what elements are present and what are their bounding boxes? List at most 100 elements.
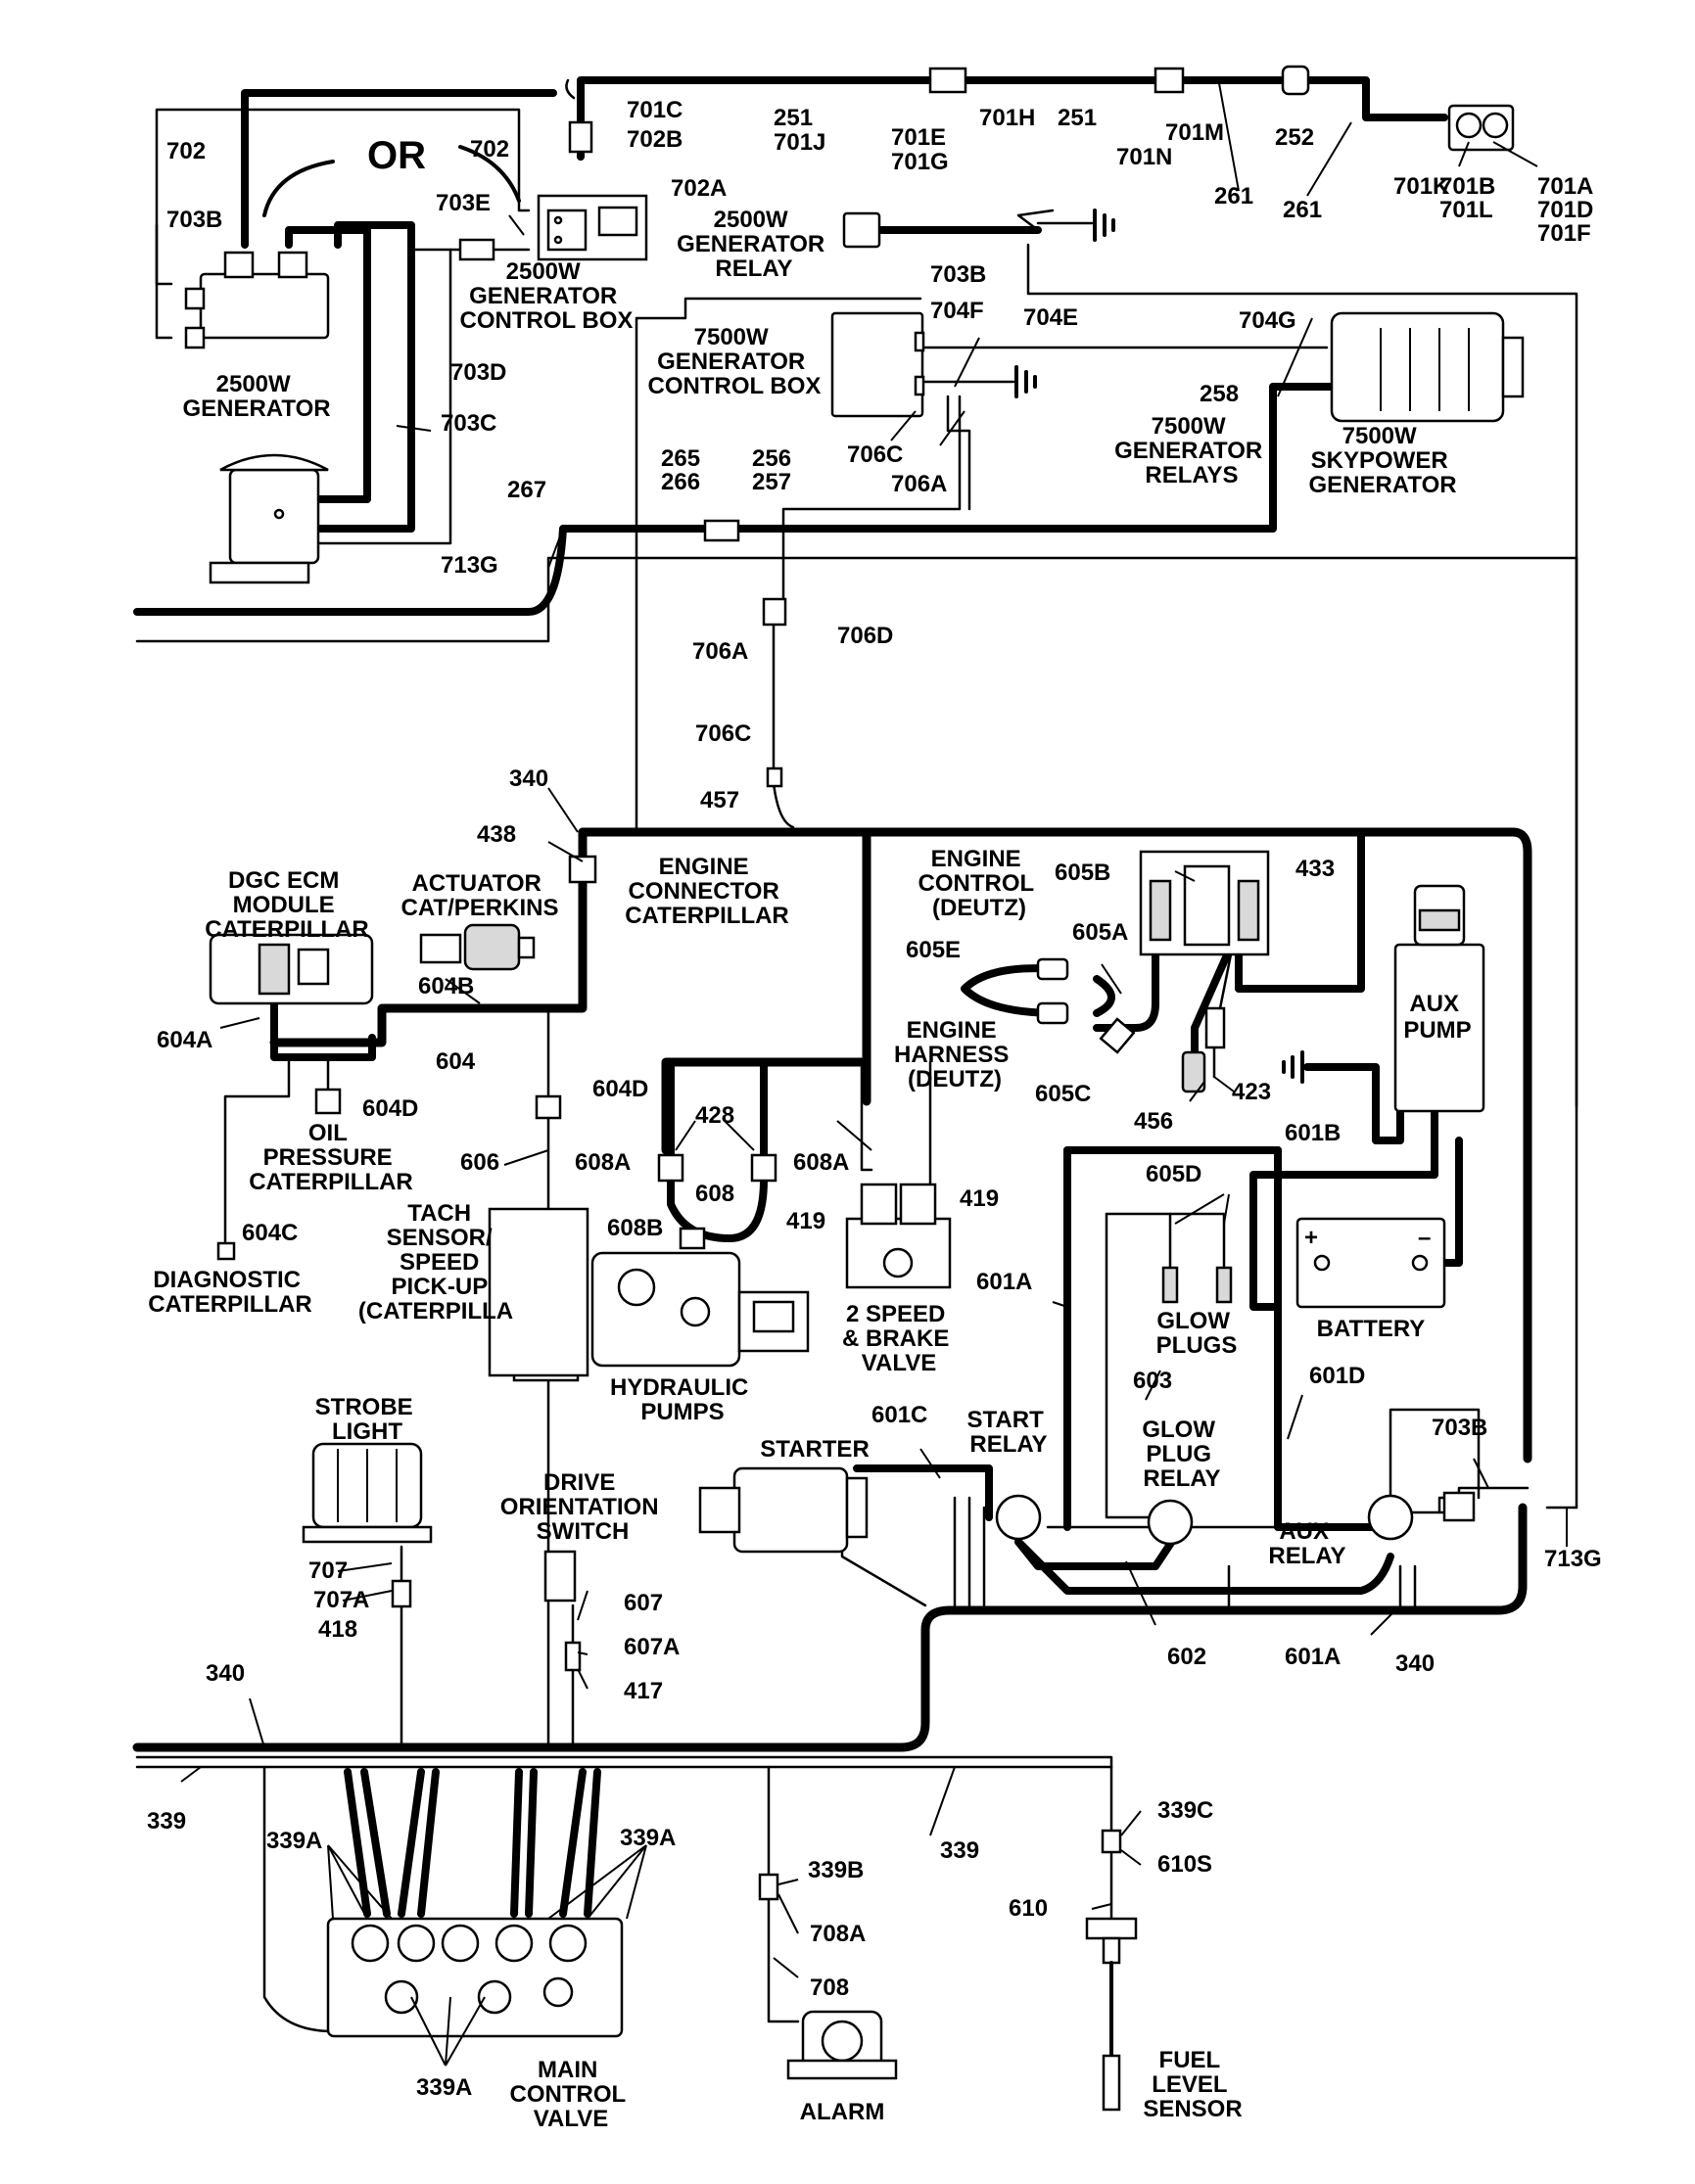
connector-703e-icon: [458, 238, 495, 261]
label-457: 457: [700, 787, 739, 813]
label-701e: 701E: [891, 124, 946, 151]
label-340-top: 340: [509, 766, 548, 792]
label-456: 456: [1134, 1108, 1173, 1135]
label-702-left: 702: [166, 138, 206, 164]
label-339-left: 339: [147, 1808, 186, 1835]
label-602: 602: [1167, 1644, 1206, 1670]
label-610s: 610S: [1157, 1851, 1212, 1878]
connector-701-icon: [1447, 104, 1515, 152]
label-706a-top: 706A: [891, 471, 947, 497]
fuel-level-sensor-icon: [1085, 1917, 1138, 2112]
leader-lines: [180, 82, 1568, 2067]
glow-plugs-icon: [1161, 1266, 1233, 1304]
label-aux-relay: AUX RELAY: [1268, 1518, 1345, 1569]
label-start-relay: START RELAY: [967, 1407, 1051, 1458]
connector-252-icon: [1281, 65, 1310, 96]
ground-icon-aux: [1282, 1050, 1304, 1084]
label-339a-bottom: 339A: [416, 2074, 472, 2101]
components: [184, 65, 1525, 2112]
control-box-2500w-icon: [537, 194, 648, 261]
label-604a: 604A: [157, 1027, 212, 1053]
engine-control-deutz-icon: [1139, 850, 1270, 956]
label-701f: 701F: [1537, 220, 1591, 247]
wires: [132, 76, 1578, 2033]
label-417: 417: [624, 1678, 663, 1704]
label-generator-2500w: 2500W GENERATOR: [182, 371, 330, 422]
starter-icon: [698, 1466, 869, 1554]
label-251-b: 251: [1058, 105, 1097, 131]
connector-605c-icon: [1099, 1017, 1136, 1054]
label-engine-connector: ENGINE CONNECTOR CATERPILLAR: [625, 854, 789, 929]
label-703b-relay: 703B: [930, 261, 986, 288]
label-601c: 601C: [871, 1402, 927, 1428]
label-701b: 701B: [1439, 173, 1495, 200]
generator-2500w-junction-icon: [184, 251, 330, 349]
connector-457-icon: [766, 767, 783, 788]
label-glow-plugs: GLOW PLUGS: [1156, 1308, 1238, 1359]
label-418: 418: [318, 1616, 357, 1643]
label-257: 257: [752, 469, 791, 495]
label-diagnostic: DIAGNOSTIC CATERPILLAR: [148, 1267, 312, 1318]
label-battery-plus: +: [1304, 1225, 1318, 1251]
label-433: 433: [1295, 856, 1335, 882]
label-604d-left: 604D: [362, 1095, 418, 1122]
label-706c-top: 706C: [847, 441, 903, 468]
label-704f: 704F: [930, 298, 984, 324]
label-601b: 601B: [1285, 1120, 1341, 1146]
label-607a: 607A: [624, 1634, 680, 1660]
label-608: 608: [695, 1181, 734, 1207]
label-707a: 707A: [313, 1587, 369, 1613]
label-706a-mid: 706A: [692, 638, 748, 665]
label-or: OR: [367, 134, 426, 177]
label-339a-right: 339A: [620, 1825, 676, 1851]
label-702b: 702B: [627, 126, 683, 153]
label-battery-minus: –: [1418, 1225, 1431, 1251]
aux-pump-icon: [1393, 884, 1485, 1113]
label-drive-orientation-switch: DRIVE ORIENTATION SWITCH: [500, 1469, 665, 1545]
label-glow-plug-relay: GLOW PLUG RELAY: [1142, 1417, 1221, 1492]
two-speed-brake-valve-icon: [845, 1183, 952, 1289]
connector-604c-icon: [216, 1241, 236, 1261]
connector-701c-icon: [568, 120, 593, 154]
label-608a-left: 608A: [575, 1149, 631, 1176]
label-604: 604: [436, 1048, 476, 1075]
skypower-generator-icon: [1330, 311, 1525, 423]
label-605e: 605E: [906, 937, 961, 963]
label-610: 610: [1009, 1895, 1048, 1922]
label-701g: 701G: [891, 149, 949, 175]
alarm-icon: [786, 2010, 898, 2080]
label-701h: 701H: [979, 105, 1035, 131]
oil-pressure-sensor-icon: [314, 1088, 342, 1115]
label-oil-pressure: OIL PRESSURE CATERPILLAR: [249, 1120, 413, 1195]
label-266: 266: [661, 469, 700, 495]
label-601a-mid: 601A: [976, 1269, 1032, 1295]
generator-2500w-icon: [209, 453, 329, 584]
label-701c: 701C: [627, 97, 683, 123]
label-261-b: 261: [1283, 197, 1322, 223]
label-skypower-generator: 7500W SKYPOWER GENERATOR: [1308, 423, 1456, 498]
label-701m: 701M: [1165, 119, 1224, 146]
label-701j: 701J: [774, 129, 825, 156]
aux-relay-icon: [1367, 1494, 1414, 1541]
label-701d: 701D: [1537, 197, 1593, 223]
label-605c: 605C: [1035, 1081, 1091, 1107]
connector-608b-icon: [679, 1227, 706, 1250]
label-relay-2500w: 2500W GENERATOR RELAY: [677, 207, 831, 282]
label-two-speed-brake-valve: 2 SPEED & BRAKE VALVE: [842, 1301, 956, 1376]
label-701n: 701N: [1116, 144, 1172, 170]
connector-417-icon: [564, 1641, 582, 1672]
label-601d: 601D: [1309, 1363, 1365, 1389]
label-340-right: 340: [1395, 1650, 1435, 1677]
label-relays-7500w: 7500W GENERATOR RELAYS: [1114, 413, 1269, 488]
label-704e: 704E: [1023, 304, 1078, 331]
label-aux-pump: AUX PUMP: [1403, 991, 1471, 1044]
label-428: 428: [695, 1102, 734, 1129]
main-control-valve-icon: [326, 1917, 624, 2038]
label-alarm: ALARM: [800, 2099, 885, 2125]
label-605d: 605D: [1146, 1161, 1201, 1187]
label-701l: 701L: [1439, 197, 1493, 223]
label-dgc-ecm-module: DGC ECM MODULE CATERPILLAR: [205, 867, 369, 943]
label-604b: 604B: [418, 973, 474, 999]
label-713g-top: 713G: [441, 552, 498, 579]
